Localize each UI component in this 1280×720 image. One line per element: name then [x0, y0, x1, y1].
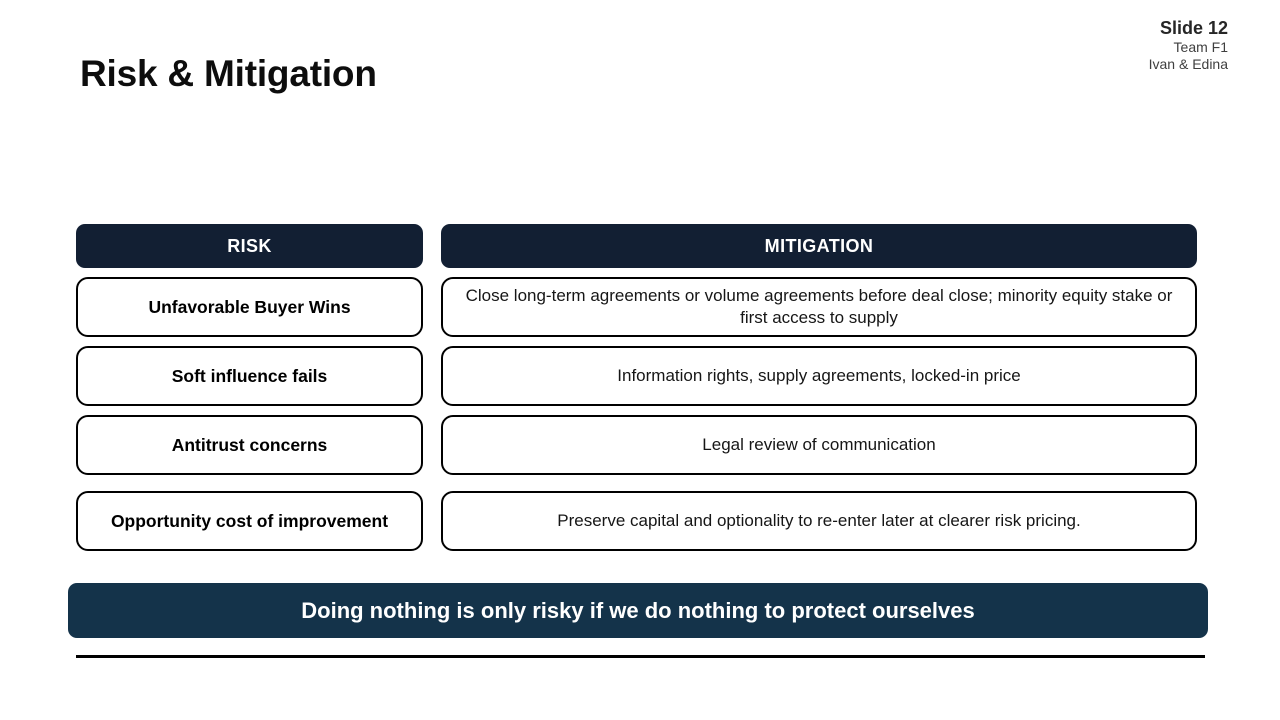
risk-cell: Antitrust concerns	[76, 415, 423, 475]
table-header-row: RISK MITIGATION	[76, 224, 1197, 268]
footer-divider	[76, 655, 1205, 658]
slide-number: Slide 12	[1159, 18, 1228, 38]
column-header-mitigation: MITIGATION	[441, 224, 1197, 268]
risk-cell: Opportunity cost of improvement	[76, 491, 423, 551]
author-names: Ivan & Edina	[1148, 55, 1228, 72]
risk-mitigation-matrix: RISK MITIGATION Unfavorable Buyer Wins C…	[76, 224, 1197, 560]
page-title: Risk & Mitigation	[80, 53, 377, 94]
mitigation-cell: Legal review of communication	[441, 415, 1197, 475]
table-row: Unfavorable Buyer Wins Close long-term a…	[76, 277, 1197, 337]
risk-cell: Unfavorable Buyer Wins	[76, 277, 423, 337]
table-row: Soft influence fails Information rights,…	[76, 346, 1197, 406]
table-row: Antitrust concerns Legal review of commu…	[76, 415, 1197, 475]
slide-meta: Slide 12 Team F1 Ivan & Edina	[1149, 18, 1228, 72]
takeaway-banner: Doing nothing is only risky if we do not…	[68, 583, 1208, 638]
table-row: Opportunity cost of improvement Preserve…	[76, 491, 1197, 551]
mitigation-cell: Preserve capital and optionality to re-e…	[441, 491, 1197, 551]
mitigation-cell: Information rights, supply agreements, l…	[441, 346, 1197, 406]
column-header-risk: RISK	[76, 224, 423, 268]
mitigation-cell: Close long-term agreements or volume agr…	[441, 277, 1197, 337]
team-name: Team F1	[1173, 39, 1228, 56]
risk-cell: Soft influence fails	[76, 346, 423, 406]
